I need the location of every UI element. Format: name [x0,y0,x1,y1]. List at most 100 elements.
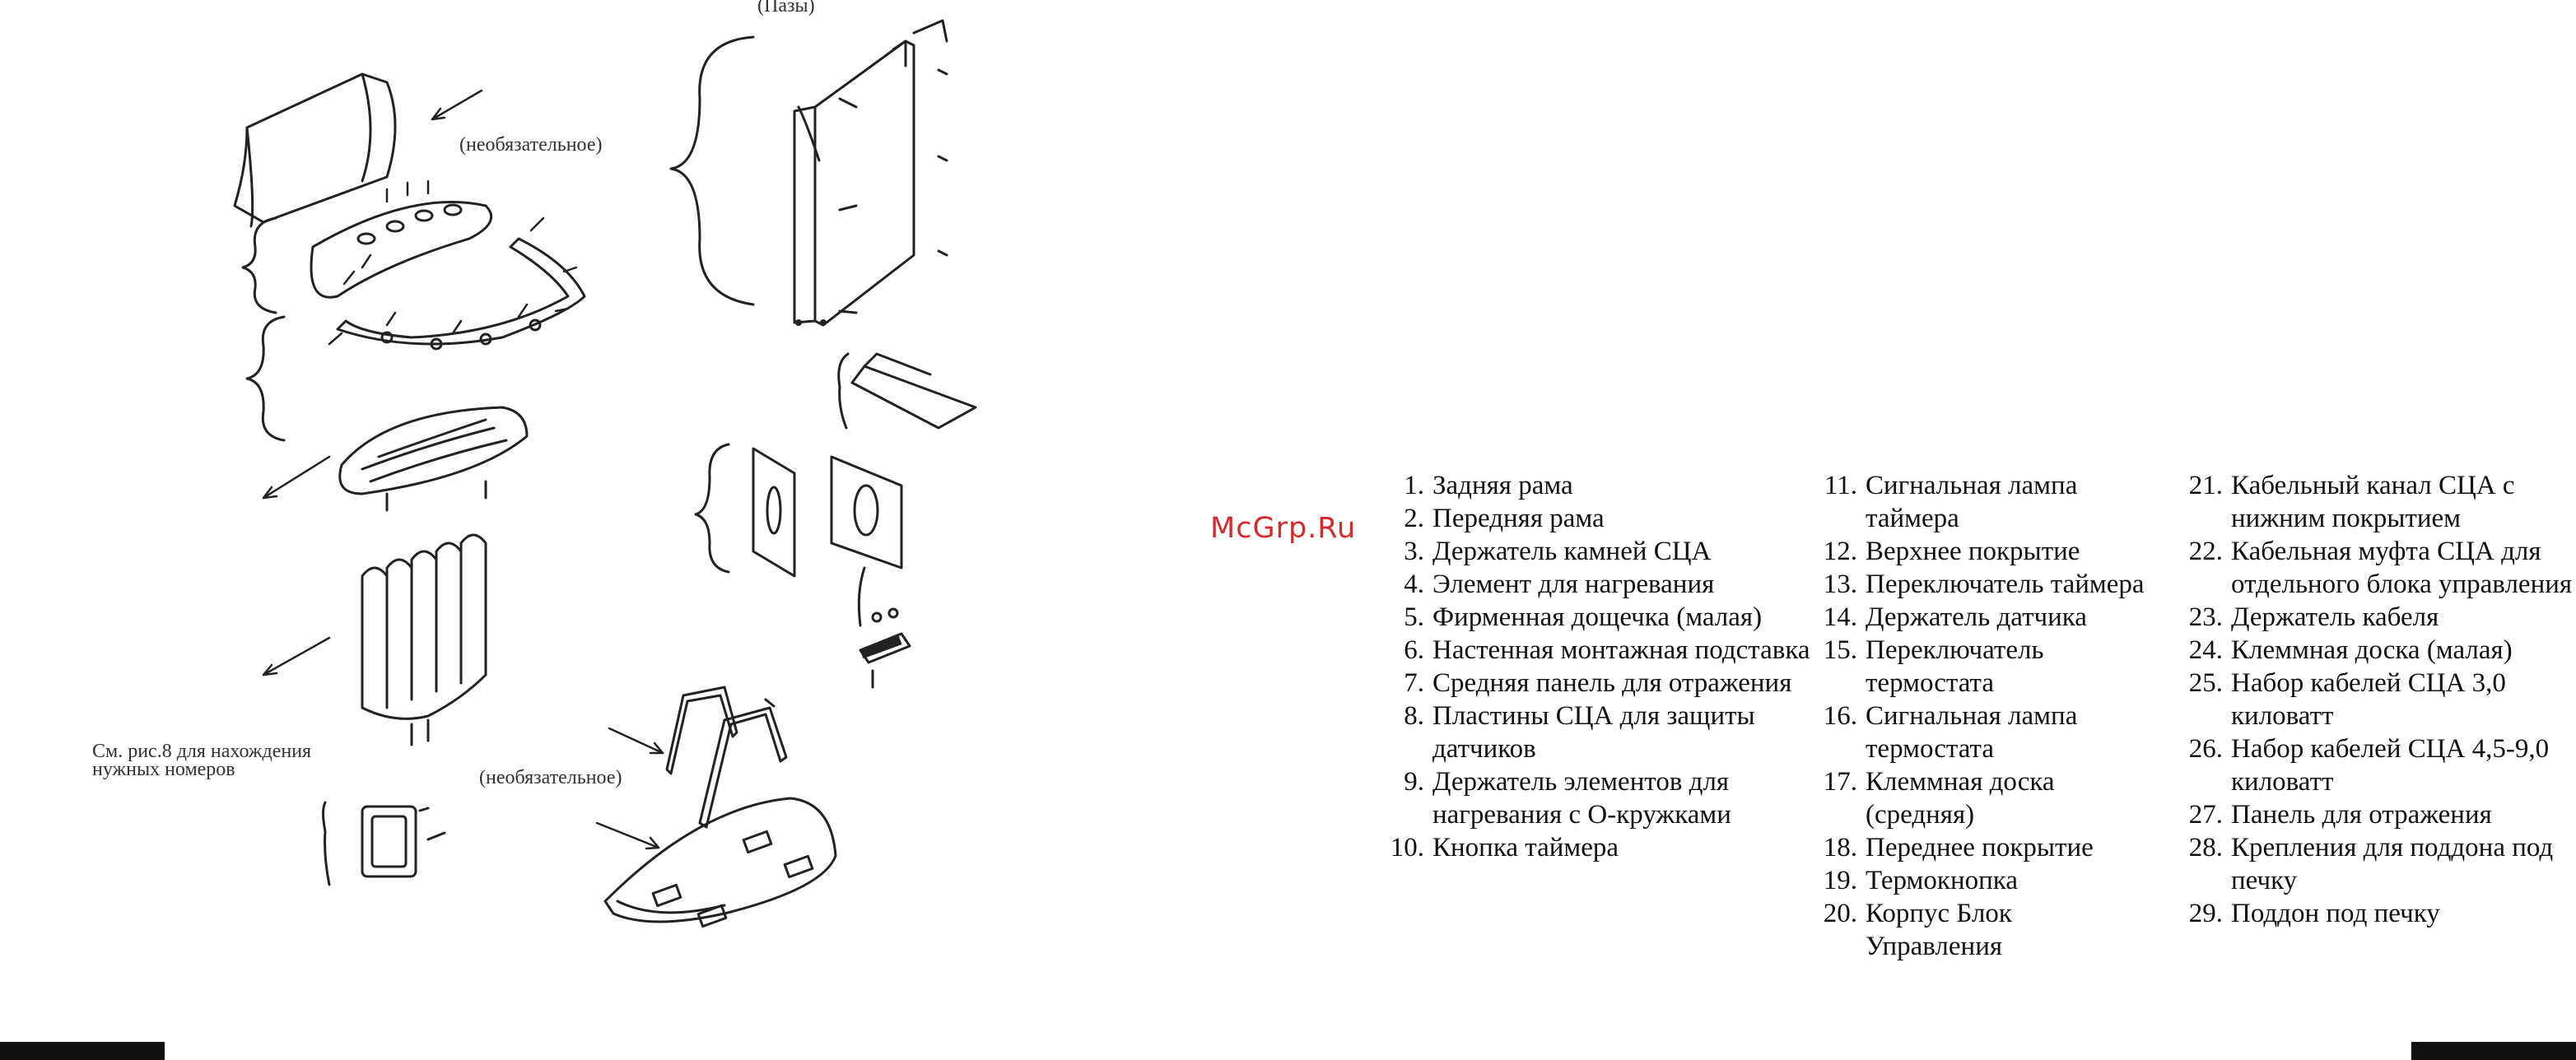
list-item: 6. Настенная монтажная подставка [1375,634,1836,667]
list-item: 20. Корпус Блок Управления [1808,897,2154,963]
page-footer-bar-left [0,1042,165,1060]
sensor-plates-pair [694,443,903,578]
item-number: 12. [1823,537,1857,566]
reflector-wedge [837,352,977,430]
item-text: Сигнальная лампа таймера [1866,471,2078,533]
parts-list-col1: 1. Задняя рама 2. Передняя рама 3. Держател… [1375,469,1836,864]
item-text: Набор кабелей СЦА 4,5-9,0 киловатт [2231,734,2550,797]
item-number: 18. [1823,833,1857,862]
rear-reflector-panel [233,72,397,228]
list-item: 9.Держатель элементов для нагревания с О… [1375,765,1836,831]
stone-holder-bottom [336,237,586,351]
item-number: 26. [2188,734,2223,764]
list-item: 22. Кабельная муфта СЦА для отдельного бл… [2173,535,2576,601]
item-text: Панель для отражения [2231,800,2492,830]
item-text: Переключатель таймера [1866,570,2145,599]
list-item: 4.Элемент для нагревания [1375,568,1836,601]
item-number: 19. [1823,866,1857,895]
screws-group-1 [328,179,578,346]
item-text: Настенная монтажная подставка [1432,635,1810,665]
item-number: 7. [1404,668,1424,698]
right-brace-1 [669,35,755,306]
item-number: 28. [2188,833,2223,862]
page-footer-bar-right [2411,1042,2576,1060]
list-item: 8.Пластины СЦА для защиты датчиков [1375,700,1836,765]
left-brace-1 [241,216,277,314]
list-item: 25. Набор кабелей СЦА 3,0 киловатт [2173,667,2576,732]
item-number: 13. [1823,570,1857,599]
item-number: 14. [1823,602,1857,632]
item-text: Набор кабелей СЦА 3,0 киловатт [2231,668,2506,731]
item-text: Клеммная доска (малая) [2231,635,2513,665]
item-text: Крепления для поддона под печку [2231,833,2554,895]
list-item: 10. Кнопка таймера [1375,831,1836,864]
item-number: 25. [2188,668,2223,698]
item-number: 3. [1404,537,1424,566]
list-item: 28. Крепления для поддона под печку [2173,831,2576,897]
parts-list-col3: 21. Кабельный канал СЦА с нижним покрытие… [2173,469,2576,930]
item-text: Кабельная муфта СЦА для отдельного блока… [2231,537,2573,599]
item-text: Элемент для нагревания [1432,570,1715,599]
left-brace-2 [245,315,286,442]
list-item: 1. Задняя рама [1375,469,1836,502]
parts-list-col2: 11.Сигнальная лампа таймера 12.Верхнее п… [1808,469,2154,963]
list-item: 27. Панель для отражения [2173,798,2576,831]
grooves-label: (Пазы) [757,0,815,16]
item-number: 11. [1824,471,1857,500]
item-text: Держатель датчика [1866,602,2087,632]
item-text: Корпус Блок Управления [1866,899,2012,961]
item-text: Кабельный канал СЦА с нижним покрытием [2231,471,2515,533]
list-item: 18. Переднее покрытие [1808,831,2154,864]
list-item: 15.Переключатель термостата [1808,634,2154,700]
stove-tray [603,797,837,928]
list-item: 2. Передняя рама [1375,502,1836,535]
optional-label-bottom: (необязательное) [479,767,622,788]
item-number: 10. [1390,833,1424,862]
item-number: 20. [1823,899,1857,928]
item-number: 29. [2188,899,2223,928]
see-figure-note: См. рис.8 для нахождения нужных номеров [92,742,389,779]
item-text: Передняя рама [1432,504,1605,533]
see-figure-line-1: См. рис.8 для нахождения [92,741,312,762]
item-number: 6. [1404,635,1424,665]
item-number: 22. [2188,537,2223,566]
item-number: 24. [2188,635,2223,665]
list-item: 24. Клеммная доска (малая) [2173,634,2576,667]
item-text: Поддон под печку [2231,899,2440,928]
item-text: Задняя рама [1432,471,1573,500]
item-number: 1. [1404,471,1424,500]
item-number: 2. [1404,504,1424,533]
item-text: Сигнальная лампа термостата [1866,701,2078,764]
top-cover [338,406,529,512]
item-text: Клеммная доска (средняя) [1866,767,2055,830]
item-text: Переднее покрытие [1866,833,2094,862]
list-item: 21. Кабельный канал СЦА с нижним покрытие… [2173,469,2576,535]
watermark-link[interactable]: McGrp.Ru [1210,512,1357,545]
list-item: 29. Поддон под печку [2173,897,2576,930]
filled-details [795,319,902,659]
heating-elements [361,533,487,746]
list-item: 23. Держатель кабеля [2173,601,2576,634]
item-text: Держатель кабеля [2231,602,2439,632]
item-number: 27. [2188,800,2223,830]
stone-holder-top [310,201,493,299]
item-number: 16. [1823,701,1857,731]
item-text: Пластины СЦА для защиты датчиков [1432,701,1755,764]
exploded-diagram [233,19,977,928]
item-number: 21. [2188,471,2223,500]
list-item: 14. Держатель датчика [1808,601,2154,634]
list-item: 3. Держатель камней СЦА [1375,535,1836,568]
list-item: 7.Средняя панель для отражения [1375,667,1836,700]
sensor-holder [857,566,911,689]
list-item: 26. Набор кабелей СЦА 4,5-9,0 киловатт [2173,732,2576,798]
item-text: Держатель элементов для нагревания с О-к… [1432,767,1731,830]
arrows-left [262,89,664,850]
item-text: Держатель камней СЦА [1432,537,1712,566]
item-text: Термокнопка [1866,866,2018,895]
item-text: Кнопка таймера [1432,833,1619,862]
list-item: 5.Фирменная дощечка (малая) [1375,601,1836,634]
optional-label-top: (необязательное) [459,134,603,156]
list-item: 13. Переключатель таймера [1808,568,2154,601]
item-number: 23. [2188,602,2223,632]
